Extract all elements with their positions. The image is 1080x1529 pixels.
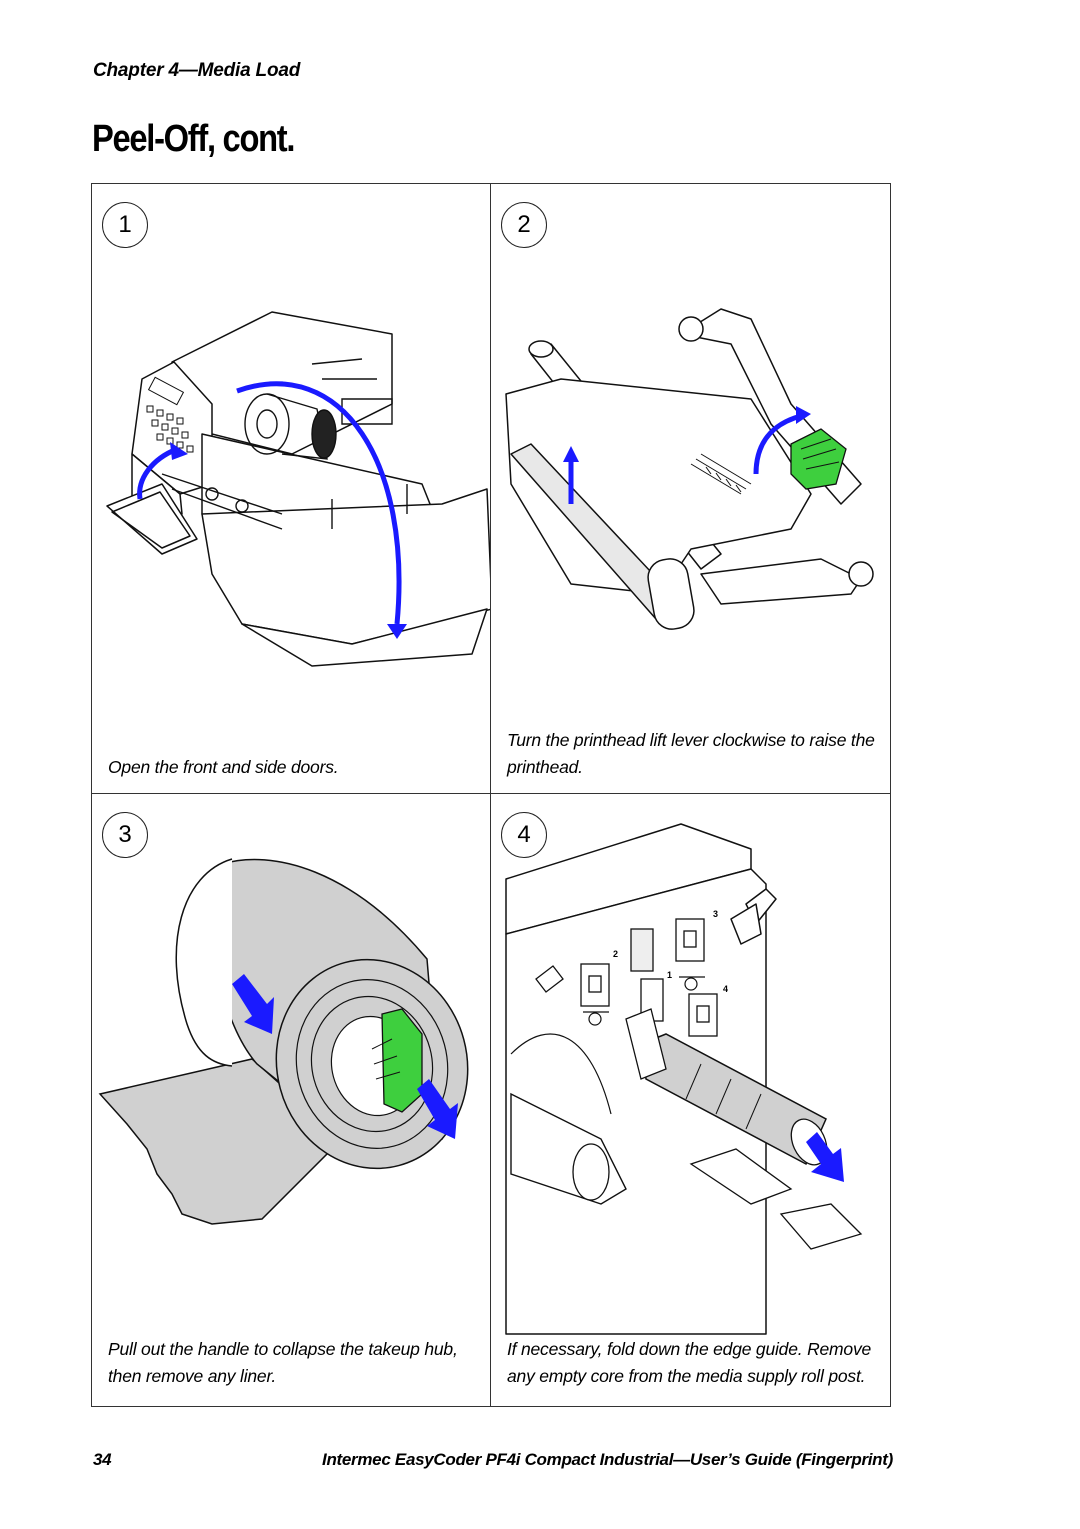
step-4-number: 4: [501, 812, 547, 858]
step-1-number: 1: [102, 202, 148, 248]
step-1-panel: 1: [92, 184, 490, 793]
step-1-caption: Open the front and side doors.: [108, 757, 339, 777]
grid-divider-horizontal: [92, 793, 890, 794]
printer-open-doors-illustration: [106, 311, 490, 667]
chapter-heading: Chapter 4—Media Load: [93, 60, 301, 81]
slot-label-3: 3: [713, 909, 718, 919]
step-3-panel: 3 Pull out the handle to collapse the ta…: [92, 794, 490, 1407]
slot-label-2: 2: [613, 949, 618, 959]
printhead-lift-illustration: [505, 308, 874, 630]
footer-title: Intermec EasyCoder PF4i Compact Industri…: [322, 1450, 893, 1469]
supply-roll-post-illustration: 2 3 1 4: [505, 823, 863, 1335]
slot-label-1: 1: [667, 970, 672, 980]
step-2-caption: Turn the printhead lift lever clockwise …: [507, 730, 875, 777]
takeup-hub-liner-illustration: [98, 858, 469, 1225]
slot-label-4: 4: [723, 984, 728, 994]
step-3-caption: Pull out the handle to collapse the take…: [108, 1339, 458, 1386]
step-4-panel: 4 2 3: [491, 794, 890, 1407]
step-2-panel: 2: [491, 184, 890, 793]
page-number: 34: [93, 1450, 112, 1469]
page-title: Peel-Off, cont.: [92, 118, 295, 160]
step-3-number: 3: [102, 812, 148, 858]
steps-grid: 1: [91, 183, 891, 1407]
step-2-number: 2: [501, 202, 547, 248]
grid-divider-vertical: [490, 184, 491, 1406]
step-4-caption: If necessary, fold down the edge guide. …: [507, 1339, 872, 1386]
